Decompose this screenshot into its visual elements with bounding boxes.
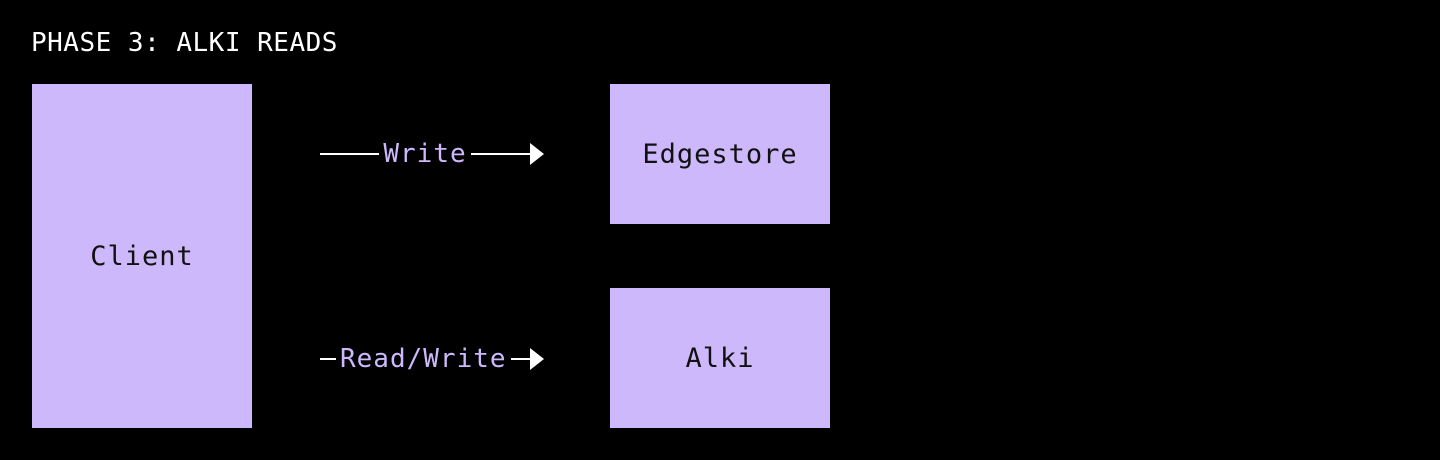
diagram-title: PHASE 3: ALKI READS (31, 28, 338, 58)
alki-node: Alki (610, 288, 830, 428)
client-node: Client (32, 84, 252, 428)
write-arrow-line-left (320, 153, 380, 155)
read-write-arrowhead-icon (530, 348, 544, 370)
client-node-label: Client (90, 240, 194, 272)
read-write-arrow-line-left (320, 358, 336, 360)
edgestore-node: Edgestore (610, 84, 830, 224)
write-arrowhead-icon (530, 143, 544, 165)
edgestore-node-label: Edgestore (642, 138, 798, 170)
alki-node-label: Alki (685, 342, 755, 374)
read-write-arrow-line-right (510, 358, 530, 360)
write-arrow: Write (320, 139, 544, 169)
read-write-arrow: Read/Write (320, 344, 544, 374)
write-arrow-line-right (470, 153, 530, 155)
read-write-arrow-label: Read/Write (340, 344, 507, 374)
write-arrow-label: Write (383, 139, 467, 169)
